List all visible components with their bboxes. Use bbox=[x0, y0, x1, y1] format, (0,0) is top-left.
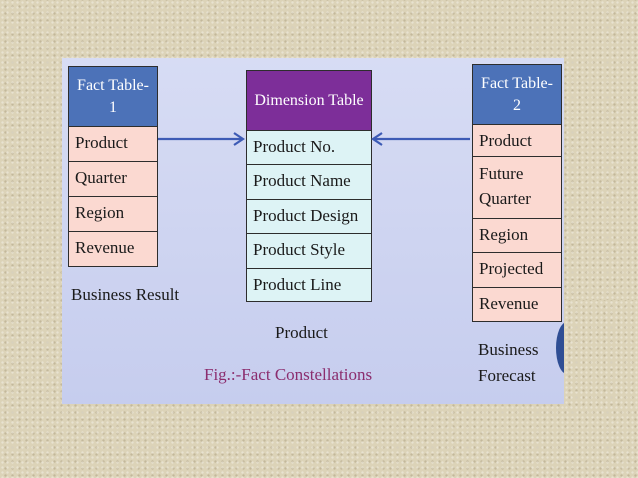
fact-table-1-row: Quarter bbox=[69, 162, 157, 197]
fact-table-2-caption: Business Forecast bbox=[478, 340, 539, 385]
dimension-table-row: Product Design bbox=[247, 200, 371, 234]
fact-table-2: Fact Table- 2 Product Future Quarter Reg… bbox=[472, 64, 562, 322]
fact-table-2-row: Projected bbox=[473, 253, 561, 288]
dimension-table-caption: Product bbox=[275, 323, 328, 342]
fact-table-1-header: Fact Table- 1 bbox=[69, 67, 157, 127]
dimension-table-row: Product Name bbox=[247, 165, 371, 200]
dimension-table-header: Dimension Table bbox=[247, 71, 371, 131]
fact-table-1: Fact Table- 1 Product Quarter Region Rev… bbox=[68, 66, 158, 267]
figure-caption: Fig.:-Fact Constellations bbox=[204, 365, 373, 384]
fact-table-2-row: Region bbox=[473, 219, 561, 253]
fact-table-2-header: Fact Table- 2 bbox=[473, 65, 561, 125]
fact-table-2-row: Revenue bbox=[479, 294, 539, 313]
fact-table-1-caption: Business Result bbox=[71, 285, 180, 304]
fact-table-1-row: Revenue bbox=[75, 238, 135, 257]
dimension-table-row: Product Style bbox=[247, 234, 371, 269]
fact-table-2-row: Product bbox=[473, 125, 561, 157]
fact-table-1-row: Region bbox=[69, 197, 157, 232]
background-edge bbox=[564, 300, 638, 410]
arrowhead-left-icon bbox=[233, 132, 245, 146]
arrowhead-right-icon bbox=[371, 132, 383, 146]
fact-table-2-row: Future Quarter bbox=[473, 157, 561, 219]
dimension-table-row: Product No. bbox=[247, 131, 371, 165]
dimension-table-row: Product Line bbox=[253, 275, 342, 294]
fact-table-1-row: Product bbox=[69, 127, 157, 162]
dimension-table: Dimension Table Product No. Product Name… bbox=[246, 70, 372, 302]
